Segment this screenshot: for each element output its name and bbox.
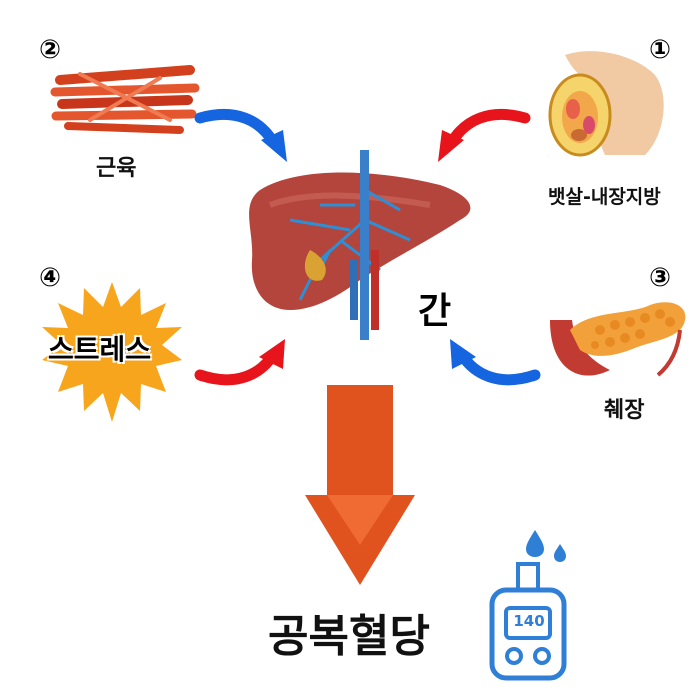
muscle-illustration xyxy=(50,65,200,134)
glucose-meter-reading: 140 xyxy=(513,612,545,630)
glucose-meter-icon xyxy=(489,530,567,681)
pancreas-label: 췌장 xyxy=(604,398,645,423)
stress-label: 스트레스 xyxy=(48,333,152,366)
fasting-glucose-label: 공복혈당 xyxy=(268,611,430,662)
marker-2: ② xyxy=(38,35,61,65)
pancreas-illustration xyxy=(550,302,686,377)
arrow-bellyfat-to-liver xyxy=(438,109,531,162)
stress-burst xyxy=(42,282,182,422)
belly-fat-label: 뱃살-내장지방 xyxy=(548,186,661,208)
marker-4: ④ xyxy=(38,263,61,293)
marker-3: ③ xyxy=(648,263,671,293)
liver-label: 간 xyxy=(418,291,452,332)
arrow-pancreas-to-liver xyxy=(450,339,541,386)
arrow-muscle-to-liver xyxy=(194,109,287,162)
belly-fat-illustration xyxy=(548,51,664,157)
marker-1: ① xyxy=(648,35,671,65)
liver-illustration xyxy=(249,150,471,340)
arrow-liver-to-glucose xyxy=(305,385,415,585)
arrow-stress-to-liver xyxy=(194,339,285,386)
muscle-label: 근육 xyxy=(96,156,137,181)
